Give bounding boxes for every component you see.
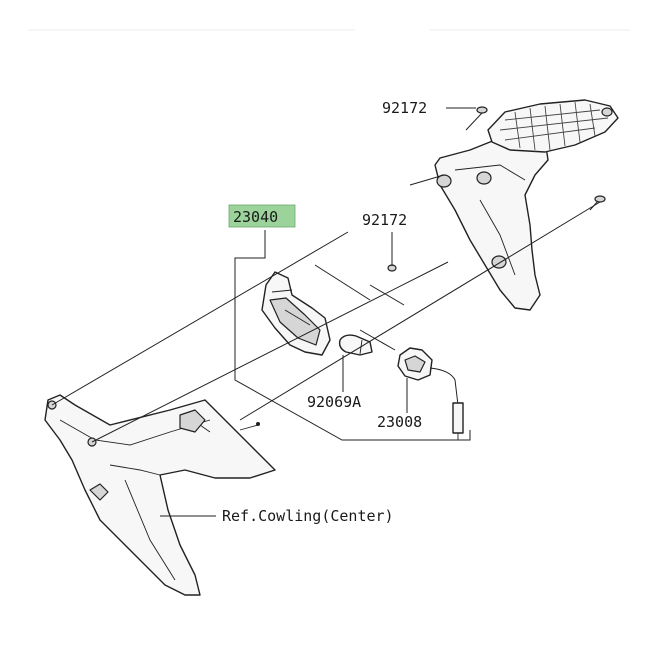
cowling-center-part <box>44 394 276 596</box>
leader-lines <box>160 107 476 517</box>
assembly-bracket <box>234 230 471 441</box>
socket-part <box>397 347 464 440</box>
label-screw-top: 92172 <box>382 99 427 117</box>
assembly-lines <box>51 174 601 443</box>
rear-bracket-part <box>434 131 549 311</box>
label-screw-mid: 92172 <box>362 211 407 229</box>
screw-top-part <box>465 106 488 131</box>
turn-signal-lens-part <box>261 271 331 356</box>
bulb-part <box>338 334 373 356</box>
label-socket: 23008 <box>377 413 422 431</box>
rear-grille-part <box>487 99 619 153</box>
label-reference-cowling: Ref.Cowling(Center) <box>222 507 394 525</box>
label-assembly: 23040 <box>233 208 278 226</box>
highlight-box <box>228 204 296 228</box>
label-bulb: 92069A <box>307 393 361 411</box>
